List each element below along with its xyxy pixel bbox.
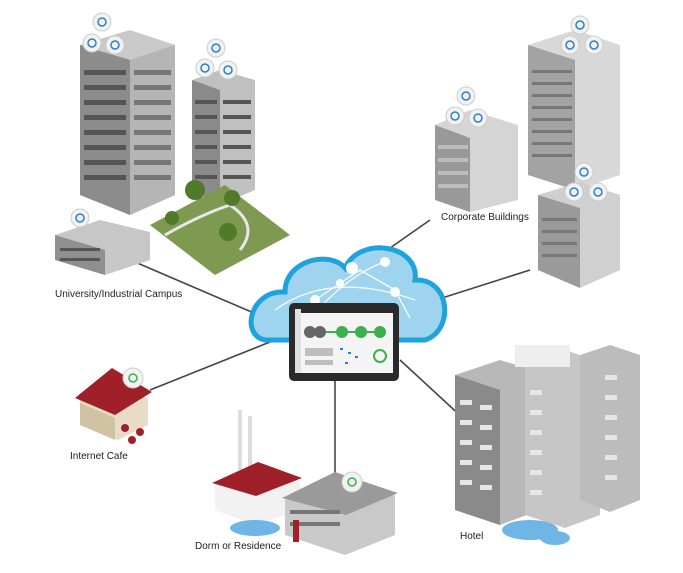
access-point-icon bbox=[560, 35, 580, 55]
link-cafe bbox=[149, 339, 276, 391]
corporate-left-building bbox=[435, 110, 518, 212]
access-point-icon bbox=[218, 60, 238, 80]
access-point-icon bbox=[588, 182, 608, 202]
label-corporate: Corporate Buildings bbox=[441, 212, 529, 223]
hotel-buildings bbox=[455, 345, 640, 545]
access-point-icon bbox=[468, 108, 488, 128]
access-point-icon bbox=[570, 15, 590, 35]
corporate-tall-building bbox=[528, 30, 620, 190]
access-point-icon bbox=[206, 38, 226, 58]
label-hotel: Hotel bbox=[460, 531, 484, 542]
access-point-icon bbox=[92, 12, 112, 32]
link-hotel bbox=[399, 359, 466, 421]
dorm-buildings bbox=[212, 410, 398, 555]
access-point-icon bbox=[564, 182, 584, 202]
label-campus: University/Industrial Campus bbox=[55, 289, 183, 300]
access-point-icon bbox=[122, 367, 144, 389]
trees bbox=[165, 180, 240, 241]
internet-cafe-building bbox=[75, 368, 152, 444]
access-point-icon bbox=[195, 58, 215, 78]
access-point-icon bbox=[105, 35, 125, 55]
access-point-icons bbox=[70, 12, 608, 493]
access-point-icon bbox=[584, 35, 604, 55]
access-point-icon bbox=[574, 162, 594, 182]
link-campus bbox=[134, 261, 271, 321]
access-point-icon bbox=[70, 208, 90, 228]
label-cafe: Internet Cafe bbox=[70, 451, 128, 462]
campus-low-building bbox=[55, 220, 150, 275]
tablet-dashboard bbox=[289, 303, 399, 381]
campus-second-tower bbox=[192, 70, 255, 205]
access-point-icon bbox=[456, 86, 476, 106]
access-point-icon bbox=[341, 471, 363, 493]
campus-tall-tower bbox=[80, 30, 175, 215]
access-point-icon bbox=[445, 106, 465, 126]
access-point-icon bbox=[82, 33, 102, 53]
corporate-lower-building bbox=[538, 182, 620, 288]
label-dorm: Dorm or Residence bbox=[195, 541, 282, 552]
